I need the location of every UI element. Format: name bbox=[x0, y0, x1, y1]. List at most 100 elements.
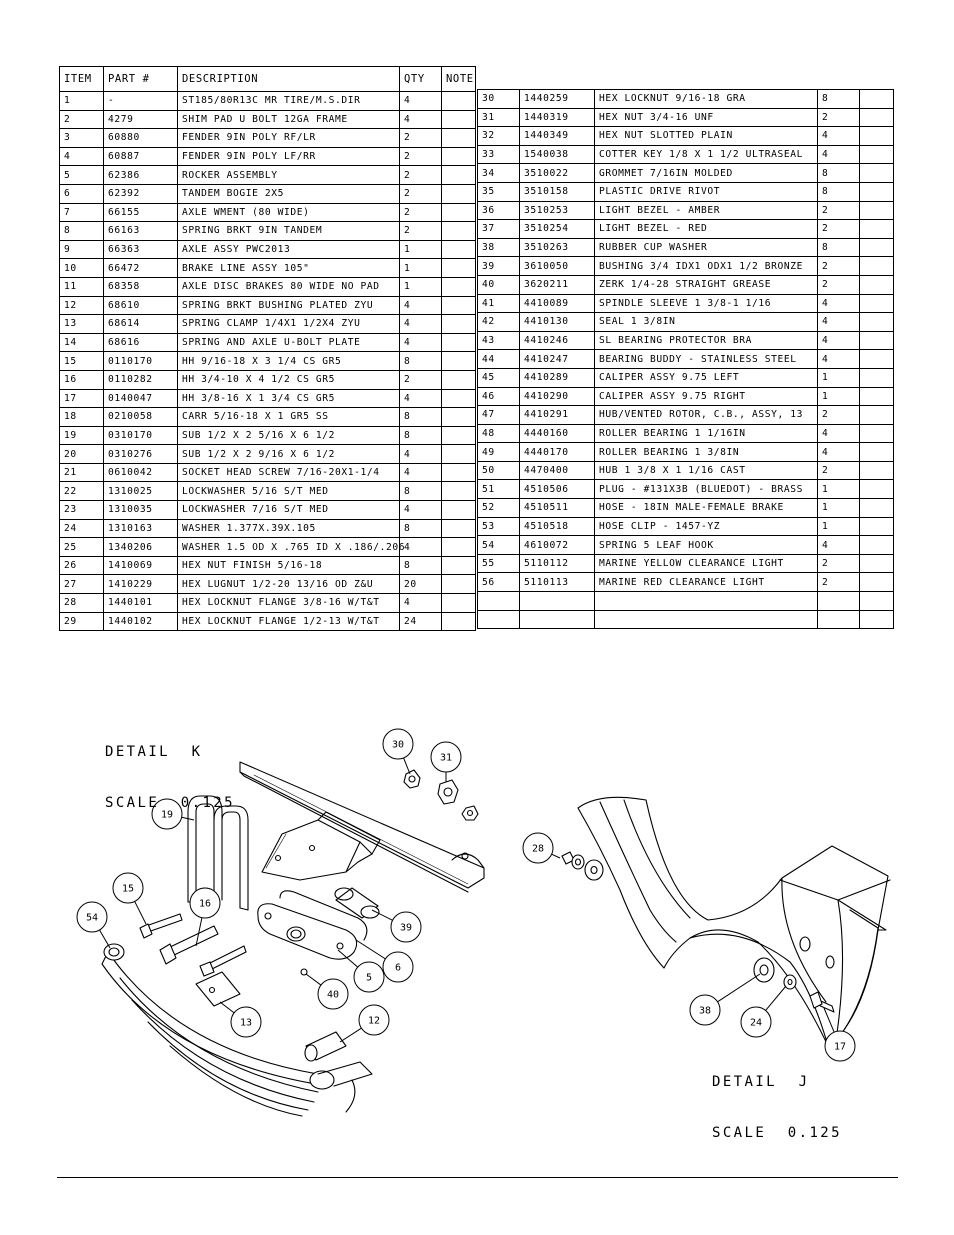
detail-j-label: DETAIL J SCALE 0.125 bbox=[712, 1040, 842, 1159]
callout-leader-line bbox=[765, 985, 787, 1011]
cell-description: AXLE DISC BRAKES 80 WIDE NO PAD bbox=[177, 276, 400, 297]
cell-part-number: 4410246 bbox=[519, 330, 595, 351]
cell-qty: 2 bbox=[817, 405, 860, 425]
cell-note bbox=[859, 442, 894, 462]
cell-item: 9 bbox=[59, 239, 104, 260]
cell-description: SUB 1/2 X 2 5/16 X 6 1/2 bbox=[177, 425, 400, 446]
bronze-bushing bbox=[334, 887, 380, 919]
callout-leader-line bbox=[305, 973, 322, 986]
cell-qty: 1 bbox=[817, 367, 860, 388]
callout-leader-line bbox=[371, 909, 393, 921]
callout-number: 24 bbox=[750, 1018, 762, 1029]
tandem-bogie bbox=[257, 890, 368, 960]
cell-note bbox=[441, 276, 476, 297]
cell-qty: 2 bbox=[817, 256, 860, 276]
cell-description: HUB 1 3/8 X 1 1/16 CAST bbox=[594, 460, 818, 481]
callout-number: 5 bbox=[366, 973, 372, 984]
parts-table-left: ITEM PART # DESCRIPTION QTY NOTE 1-ST185… bbox=[59, 66, 476, 632]
cell-note bbox=[441, 444, 476, 464]
callout-leader-line bbox=[551, 853, 561, 859]
callout-number: 30 bbox=[392, 740, 404, 751]
cell-description: HUB/VENTED ROTOR, C.B., ASSY, 13 bbox=[594, 405, 818, 425]
cell-note bbox=[441, 239, 476, 260]
cell-note bbox=[859, 293, 894, 314]
callout-leader-line bbox=[219, 1001, 235, 1014]
cell-note bbox=[859, 609, 894, 630]
cell-description: HEX LOCKNUT FLANGE 1/2-13 W/T&T bbox=[177, 611, 400, 632]
callout-balloon bbox=[522, 832, 554, 864]
cell-item: 14 bbox=[59, 332, 104, 353]
callout-number: 28 bbox=[532, 844, 544, 855]
cell-item: 47 bbox=[477, 405, 520, 425]
table-header-row: ITEM PART # DESCRIPTION QTY NOTE bbox=[59, 66, 476, 92]
spring-bracket bbox=[261, 811, 381, 881]
header-note: NOTE bbox=[441, 66, 476, 92]
callout-number: 17 bbox=[834, 1042, 846, 1053]
header-item: ITEM bbox=[59, 66, 104, 92]
callout-number: 39 bbox=[400, 923, 412, 934]
callout-balloon bbox=[689, 994, 721, 1026]
cell-note bbox=[859, 349, 894, 369]
cell-note bbox=[441, 388, 476, 409]
cell-description: SEAL 1 3/8IN bbox=[594, 312, 818, 332]
callout-number: 13 bbox=[240, 1018, 252, 1029]
callout-number: 15 bbox=[122, 884, 134, 895]
cell-note bbox=[859, 256, 894, 276]
callout-balloon bbox=[358, 1004, 390, 1036]
cell-description: HH 3/4-10 X 4 1/2 CS GR5 bbox=[177, 369, 400, 390]
cell-description: LOCKWASHER 5/16 S/T MED bbox=[177, 481, 400, 502]
cell-item: 29 bbox=[59, 611, 104, 632]
spring-bracket-bushing bbox=[304, 1031, 347, 1062]
header-qty: QTY bbox=[399, 66, 442, 92]
hex-bolts bbox=[139, 913, 247, 977]
cell-note bbox=[441, 425, 476, 446]
cell-note bbox=[859, 274, 894, 295]
spring-clamp bbox=[195, 971, 241, 1007]
callout-balloon bbox=[382, 951, 414, 983]
header-part-number: PART # bbox=[103, 66, 178, 92]
cell-qty: 8 bbox=[399, 425, 442, 446]
cell-item: 20 bbox=[59, 444, 104, 464]
cell-item: 13 bbox=[59, 314, 104, 334]
table-row bbox=[477, 609, 894, 630]
cell-description: CARR 5/16-18 X 1 GR5 SS bbox=[177, 407, 400, 427]
cell-note bbox=[441, 332, 476, 353]
cell-part-number: 4410130 bbox=[519, 312, 595, 332]
cell-item: 39 bbox=[477, 256, 520, 276]
cell-item: 17 bbox=[59, 388, 104, 409]
callout-leader-line bbox=[717, 973, 761, 1003]
detail-j-scale: SCALE 0.125 bbox=[712, 1125, 842, 1141]
callout-balloon bbox=[353, 961, 385, 993]
cell-description: CALIPER ASSY 9.75 LEFT bbox=[594, 367, 818, 388]
callout-balloon bbox=[740, 1006, 772, 1038]
callout-leader-line bbox=[195, 917, 203, 947]
callout-number: 12 bbox=[368, 1016, 380, 1027]
cell-description: SPRING AND AXLE U-BOLT PLATE bbox=[177, 332, 400, 353]
cell-description: SOCKET HEAD SCREW 7/16-20X1-1/4 bbox=[177, 462, 400, 483]
cell-note bbox=[859, 312, 894, 332]
cell-part-number: 4470400 bbox=[519, 460, 595, 481]
